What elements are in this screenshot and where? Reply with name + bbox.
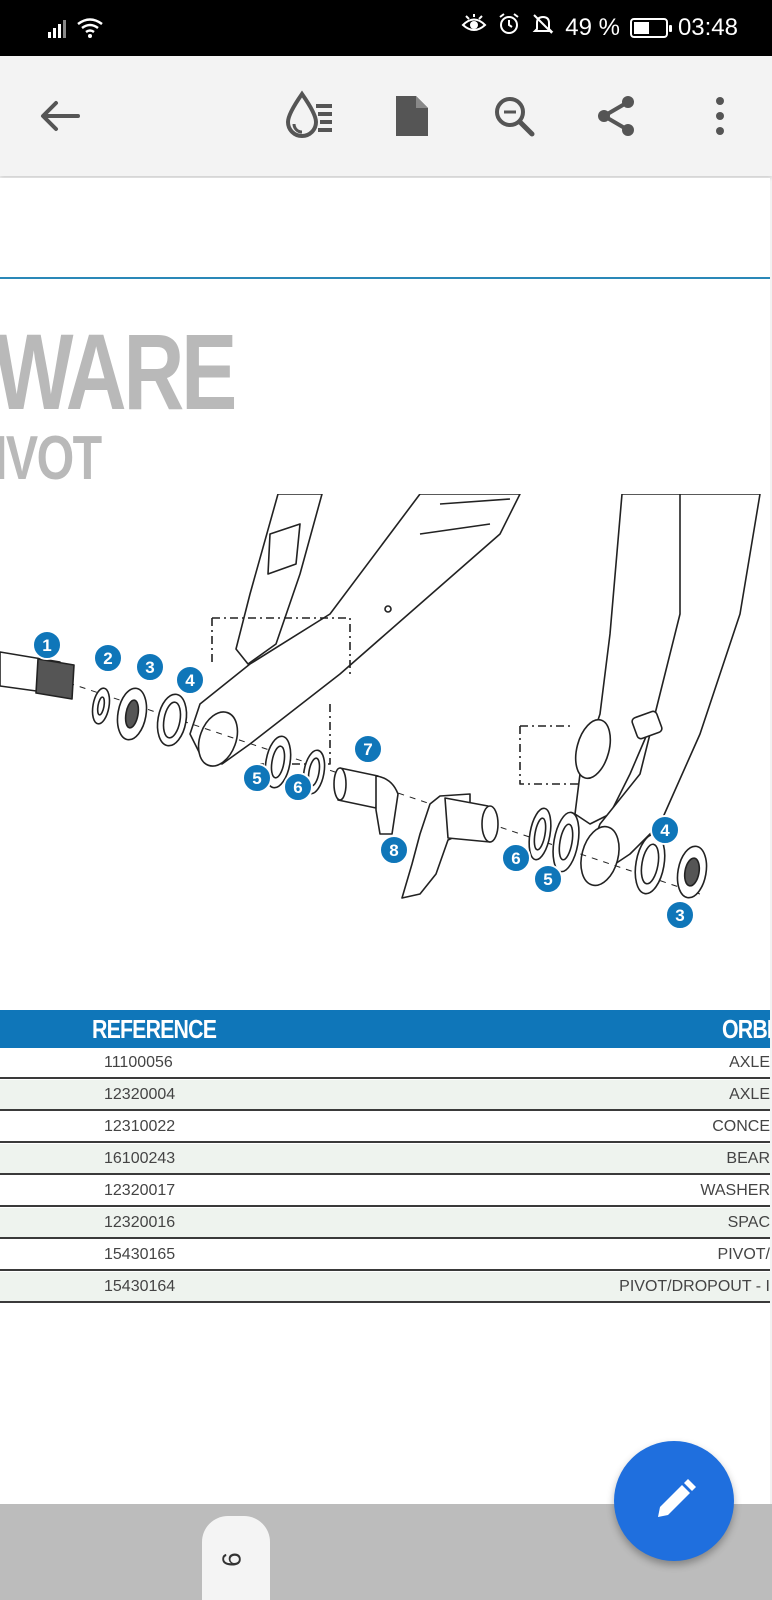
eye-comfort-icon [461, 13, 487, 42]
column-header-description: ORBEA [722, 1014, 770, 1044]
edit-fab-button[interactable] [614, 1441, 734, 1561]
table-row: 11100056 AXLE [0, 1048, 770, 1079]
header-rule [0, 277, 770, 279]
table-row: 12320017 WASHER [0, 1176, 770, 1207]
battery-percent: 49 % [565, 13, 620, 41]
callout-number: 4 [185, 671, 195, 690]
page-number: 9 [216, 1552, 247, 1567]
notifications-off-icon [531, 12, 555, 43]
pencil-icon [658, 1479, 696, 1517]
cell-reference: 12310022 [104, 1118, 176, 1135]
status-bar: 49 % 03:48 [0, 0, 772, 56]
callout-number: 3 [145, 658, 154, 677]
callout-number: 3 [675, 906, 684, 925]
page-title: WARE [0, 311, 237, 432]
page-subtitle: IVOT [0, 424, 102, 493]
cell-reference: 12320004 [104, 1086, 176, 1103]
callout-number: 7 [363, 740, 372, 759]
cell-reference: 16100243 [104, 1150, 176, 1167]
callout-3: 3 [135, 652, 165, 682]
callout-2: 2 [93, 643, 123, 673]
callout-6: 6 [283, 772, 313, 802]
callout-4: 4 [650, 815, 680, 845]
cell-reference: 11100056 [104, 1054, 173, 1071]
callout-8: 8 [379, 835, 409, 865]
cell-description: WASHER [700, 1182, 770, 1199]
callout-4: 4 [175, 665, 205, 695]
callout-1: 1 [32, 630, 62, 660]
page-number-tab[interactable]: 9 [202, 1516, 270, 1600]
table-row: 12310022 CONCE [0, 1112, 770, 1143]
cell-reference: 15430165 [104, 1246, 176, 1263]
signal-wifi-icons [46, 16, 106, 45]
callout-5: 5 [533, 864, 563, 894]
table-row: 15430165 PIVOT/ [0, 1240, 770, 1271]
document-button[interactable] [382, 86, 442, 146]
callout-number: 2 [103, 649, 112, 668]
battery-level [633, 21, 649, 34]
callout-6: 6 [501, 843, 531, 873]
back-button[interactable] [30, 86, 90, 146]
cell-description: SPAC [727, 1214, 770, 1231]
share-icon [598, 96, 634, 136]
callout-number: 5 [252, 769, 261, 788]
search-button[interactable] [484, 86, 544, 146]
reading-mode-icon [285, 90, 332, 138]
cell-reference: 15430164 [104, 1278, 176, 1295]
alarm-icon [497, 12, 521, 43]
cell-reference: 12320016 [104, 1214, 176, 1231]
more-vert-icon [716, 97, 724, 135]
app-toolbar [0, 56, 772, 176]
cell-description: AXLE [729, 1054, 770, 1071]
callout-5: 5 [242, 763, 272, 793]
reading-mode-button[interactable] [280, 86, 340, 146]
table-row: 12320016 SPAC [0, 1208, 770, 1239]
cell-description: CONCE [712, 1118, 770, 1135]
table-header: REFERENCE ORBEA [0, 1010, 770, 1048]
exploded-parts-diagram: 1 2 3 4 5 6 7 8 6 5 4 3 [0, 494, 761, 930]
table-row: 15430164 PIVOT/DROPOUT - I [0, 1272, 770, 1303]
share-button[interactable] [586, 86, 646, 146]
callout-number: 6 [293, 778, 302, 797]
clock: 03:48 [677, 13, 738, 41]
more-options-button[interactable] [690, 86, 750, 146]
callout-number: 1 [42, 636, 51, 655]
callout-3: 3 [665, 900, 695, 930]
cell-reference: 12320017 [104, 1182, 176, 1199]
document-icon [396, 96, 428, 136]
table-row: 16100243 BEAR [0, 1144, 770, 1175]
cell-description: AXLE [729, 1086, 770, 1103]
pdf-page[interactable]: WARE IVOT [0, 178, 770, 1504]
callout-number: 8 [389, 841, 398, 860]
callout-number: 6 [511, 849, 520, 868]
cell-description: BEAR [726, 1150, 770, 1167]
battery-icon [629, 17, 672, 38]
callout-7: 7 [353, 734, 383, 764]
callout-number: 4 [660, 821, 670, 840]
search-icon [495, 97, 535, 137]
cell-description: PIVOT/DROPOUT - I [619, 1278, 770, 1295]
diagram-callouts: 1 2 3 4 5 6 7 8 6 5 4 3 [32, 630, 695, 930]
cell-description: PIVOT/ [717, 1246, 770, 1263]
callout-number: 5 [543, 870, 552, 889]
table-row: 12320004 AXLE [0, 1080, 770, 1111]
arrow-left-icon [41, 101, 80, 131]
column-header-reference: REFERENCE [92, 1014, 217, 1044]
